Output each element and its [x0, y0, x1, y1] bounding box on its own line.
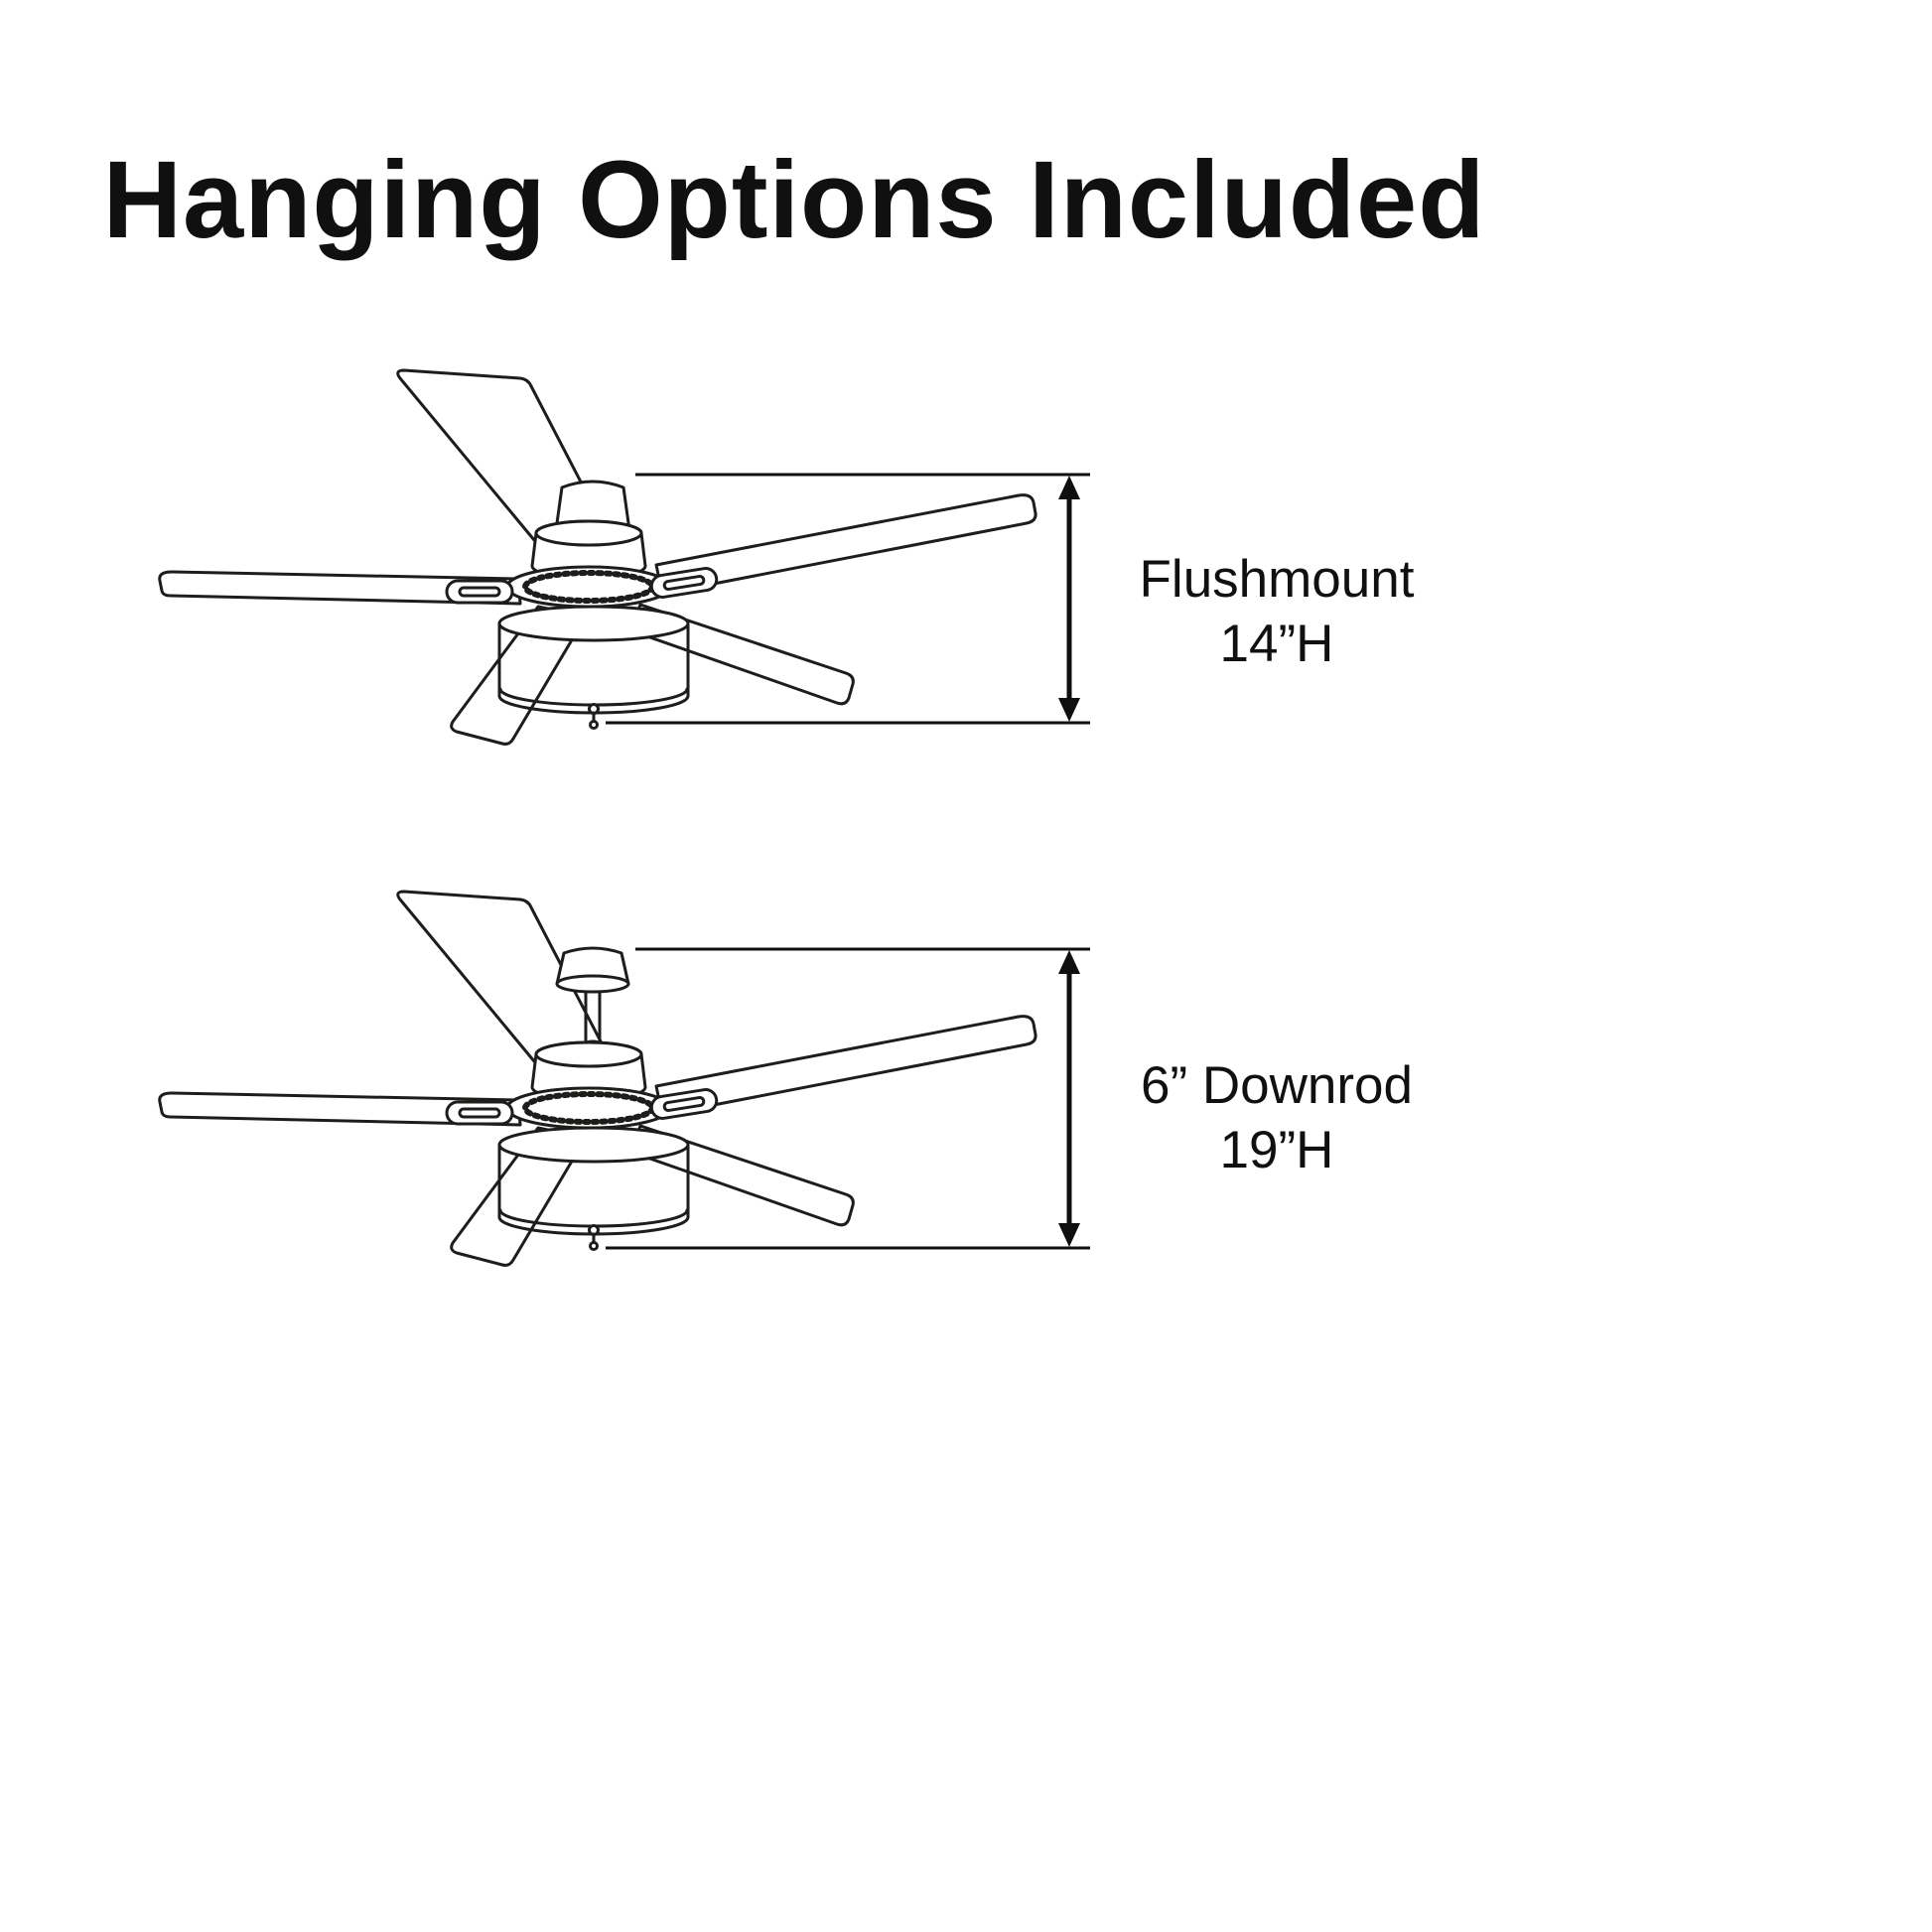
dimension-downrod [606, 947, 1090, 1250]
downrod-canopy-base [555, 974, 630, 994]
flushmount-label-type: Flushmount [1139, 550, 1415, 609]
downrod-label-value: 19”H [1219, 1120, 1334, 1179]
flushmount-label-value: 14”H [1219, 614, 1334, 673]
flushmount-fan-illustration [158, 368, 1090, 746]
page-title: Hanging Options Included [102, 139, 1486, 261]
downrod-canopy [555, 946, 630, 986]
arrowhead-up-icon [1058, 950, 1080, 974]
downrod-fan-illustration [158, 890, 1090, 1267]
arrowhead-down-icon [1058, 698, 1080, 722]
arrowhead-down-icon [1058, 1223, 1080, 1247]
dimension-flushmount [606, 473, 1090, 725]
flushmount-canopy [554, 480, 631, 532]
downrod-label-type: 6” Downrod [1141, 1056, 1413, 1115]
downrod-height-label: 6” Downrod 19”H [1102, 1054, 1451, 1182]
arrowhead-up-icon [1058, 476, 1080, 499]
flushmount-height-label: Flushmount 14”H [1102, 548, 1451, 676]
